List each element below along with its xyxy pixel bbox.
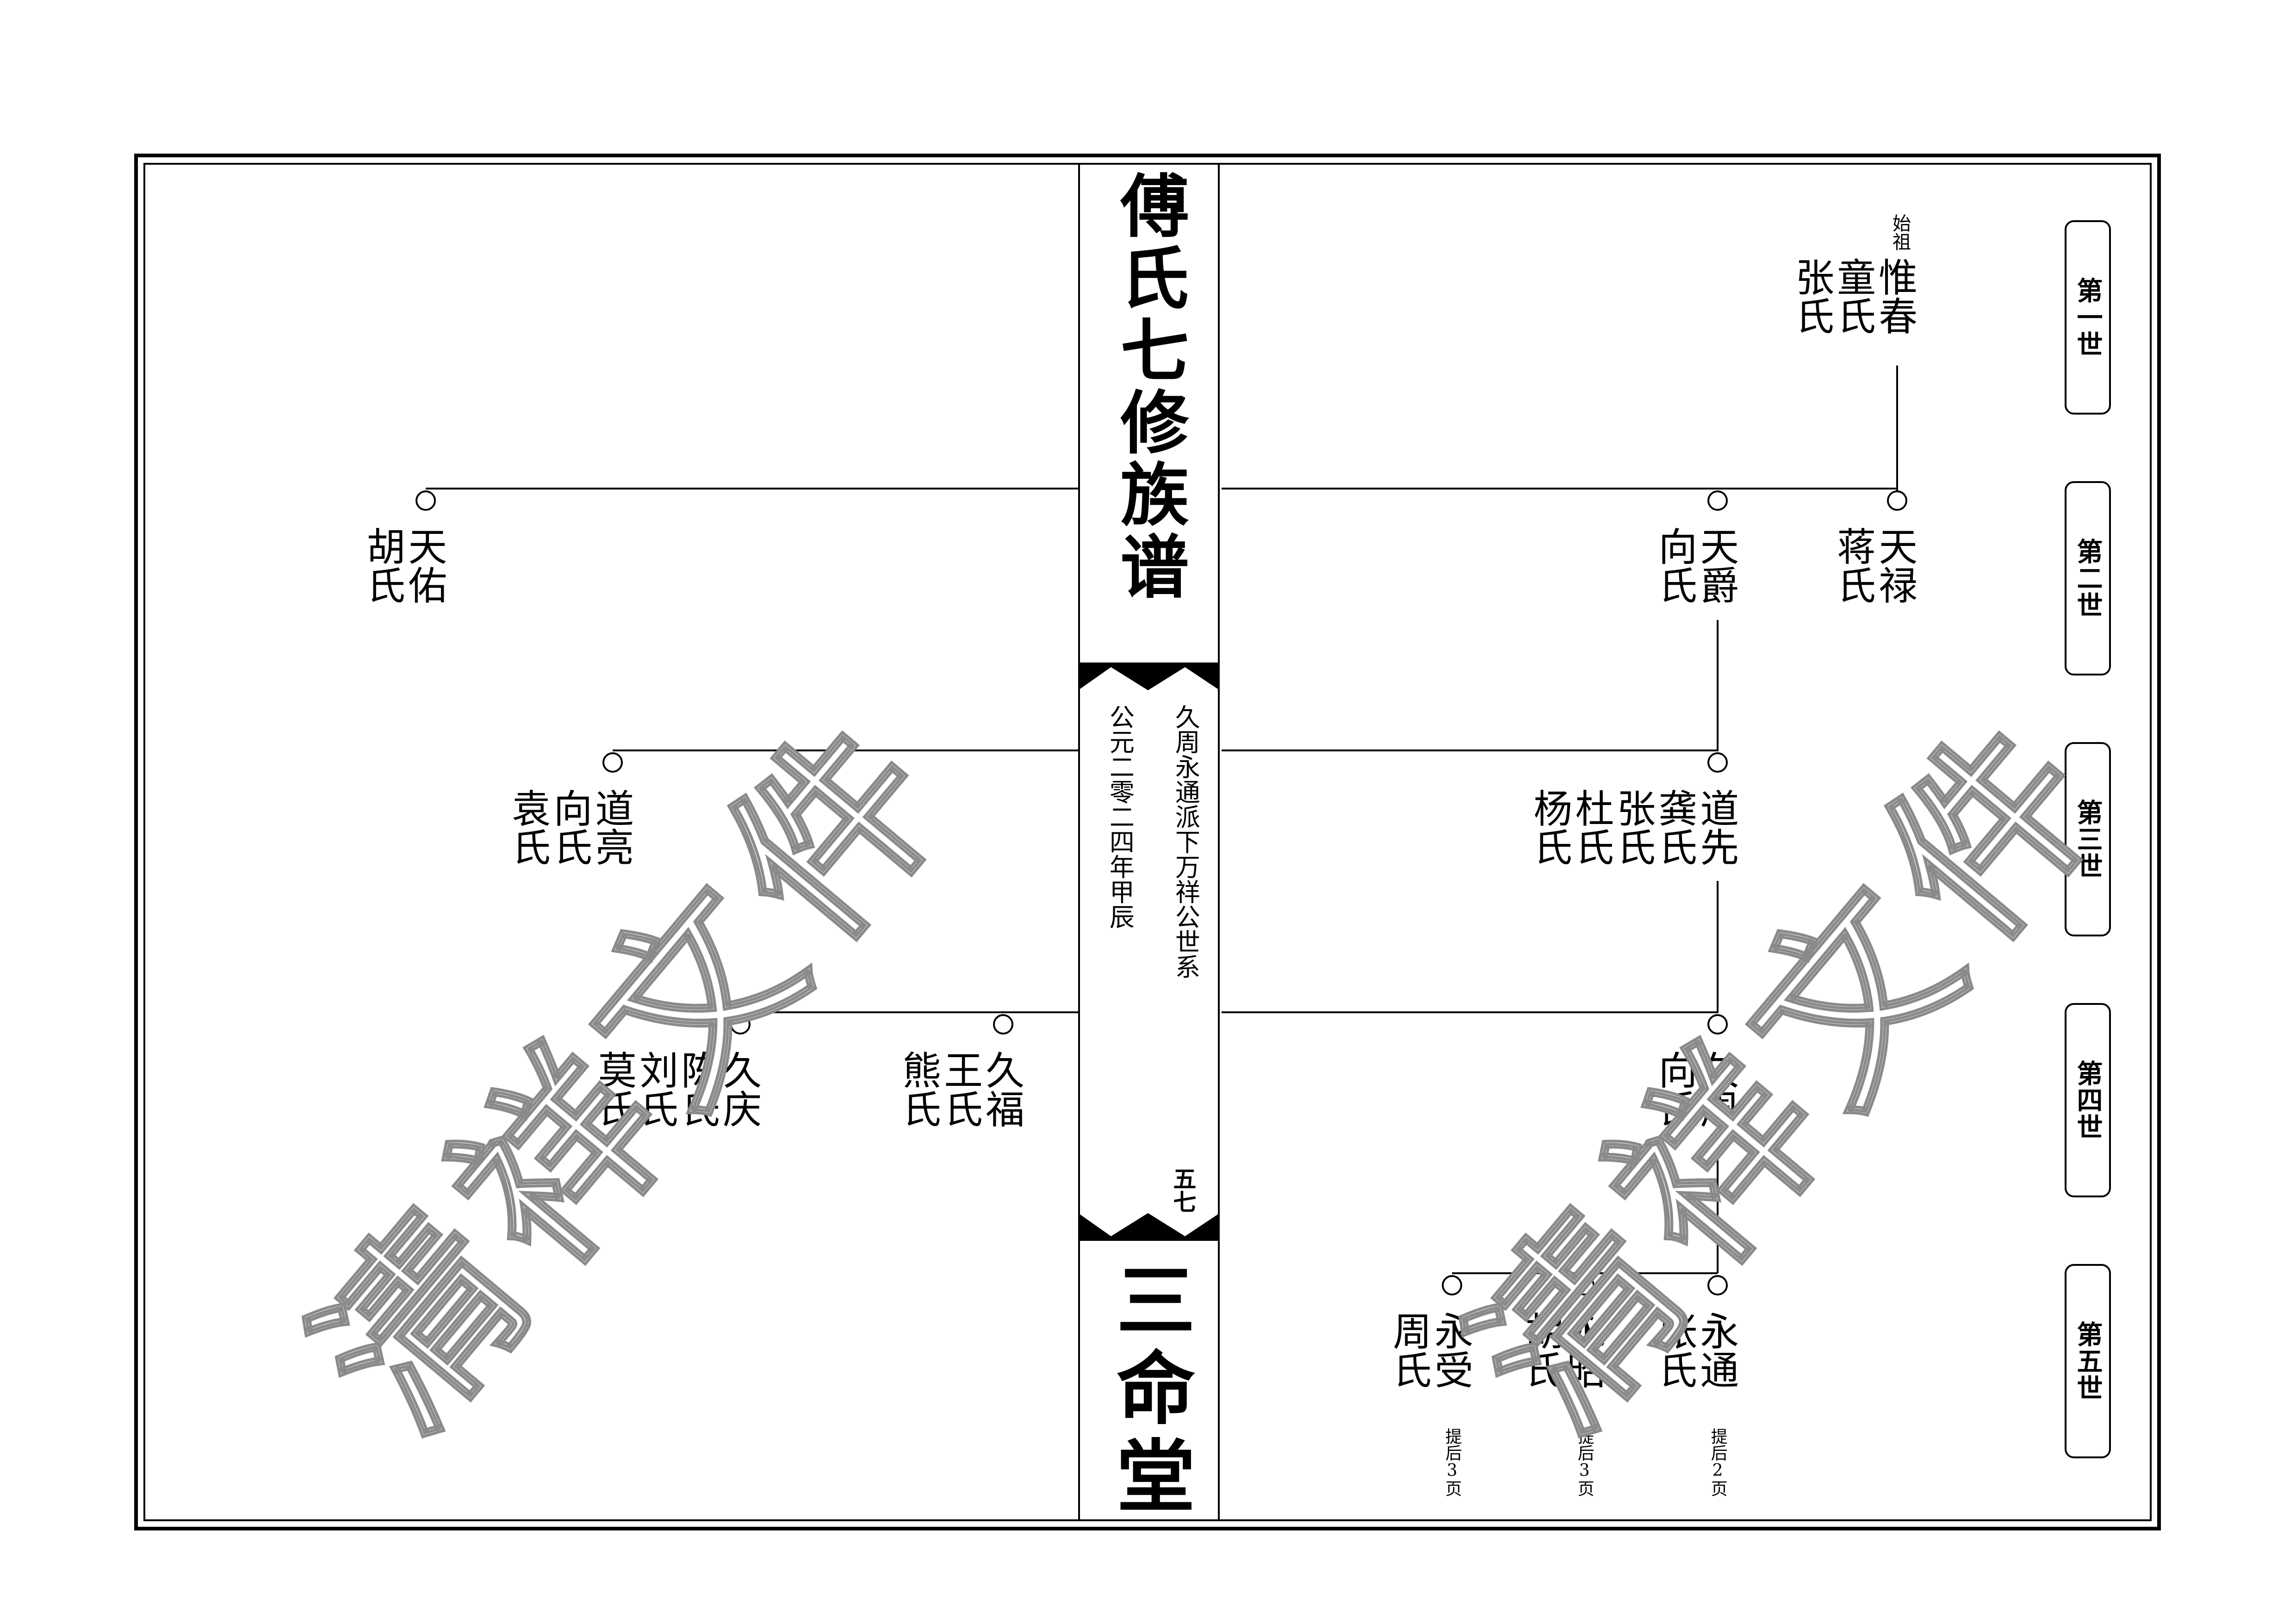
spouse-jiuqing-2: 刘氏 (633, 1050, 679, 1128)
spouse-weichun-1: 童氏 (1831, 257, 1876, 335)
person-jiufu: 久福 (979, 1050, 1025, 1128)
node-yongzhao (1574, 1275, 1595, 1295)
page-ref-yongshou: 提后3页 (1442, 1428, 1462, 1497)
person-yongzhao: 永昭 (1560, 1311, 1606, 1389)
spine-top-triangle-band (1078, 663, 1220, 690)
spouse-yongshou: 周氏 (1386, 1311, 1432, 1389)
generation-label-3: 第三世 (2065, 742, 2111, 936)
page-ref-yongtong: 提后2页 (1708, 1428, 1727, 1497)
spouse-jiufu-2: 熊氏 (896, 1050, 942, 1128)
spouse-jiuqing-1: 陈氏 (675, 1050, 720, 1128)
spouse-tianjue: 向氏 (1652, 527, 1698, 604)
spouse-daoxian-1: 龚氏 (1652, 788, 1698, 866)
person-weichun: 惟春 (1872, 257, 1918, 335)
spine-hall-name: 三命堂 (1103, 1259, 1195, 1523)
node-tianlu (1887, 490, 1907, 511)
founder-note: 始祖 (1889, 214, 1911, 251)
spouse-yongzhao: 胡氏 (1519, 1311, 1564, 1389)
node-tianjue (1707, 490, 1728, 511)
person-yongshou: 永受 (1428, 1311, 1474, 1389)
spouse-jiufu-1: 王氏 (937, 1050, 983, 1128)
spouse-jiuzhou: 向氏 (1652, 1050, 1698, 1128)
person-yongtong: 永通 (1694, 1311, 1739, 1389)
spine-bottom-triangle-band (1078, 1213, 1220, 1241)
inner-frame (143, 163, 2152, 1521)
spouse-tianlu: 蒋氏 (1831, 527, 1876, 604)
spine-date: 公元二零二四年甲辰 (1105, 704, 1135, 929)
book-spine: 傅氏七修族谱 久周永通派下万祥公世系 公元二零二四年甲辰 五七 三命堂 (1078, 163, 1220, 1523)
node-daoxian (1707, 752, 1728, 773)
person-tianjue: 天爵 (1694, 527, 1739, 604)
page-ref-yongzhao: 提后3页 (1575, 1428, 1594, 1497)
outer-frame (134, 154, 2161, 1530)
person-daoliang: 道亮 (589, 788, 634, 866)
spouse-daoxian-3: 杜氏 (1569, 788, 1614, 866)
generation-label-5: 第五世 (2065, 1264, 2111, 1458)
generation-label-2: 第二世 (2065, 481, 2111, 675)
person-daoxian: 道先 (1694, 788, 1739, 866)
person-tianlu: 天禄 (1872, 527, 1918, 604)
spouse-daoliang-1: 向氏 (547, 788, 593, 866)
spine-subtitle: 久周永通派下万祥公世系 (1171, 704, 1200, 979)
spouse-yongtong: 张氏 (1652, 1311, 1698, 1389)
spouse-daoxian-2: 张氏 (1610, 788, 1656, 866)
node-tianyou (416, 490, 436, 511)
generation-label-4: 第四世 (2065, 1003, 2111, 1197)
spine-page-number: 五七 (1169, 1167, 1197, 1213)
spouse-tianyou: 胡氏 (360, 527, 406, 604)
spouse-daoliang-2: 袁氏 (505, 788, 551, 866)
node-yongtong (1707, 1275, 1728, 1295)
node-daoliang (602, 752, 623, 773)
person-tianyou: 天佑 (402, 527, 447, 604)
node-jiufu (993, 1014, 1013, 1035)
node-yongshou (1442, 1275, 1462, 1295)
node-jiuzhou (1707, 1014, 1728, 1035)
spine-title: 傅氏七修族谱 (1109, 170, 1189, 603)
spouse-daoxian-4: 杨氏 (1527, 788, 1573, 866)
node-jiuqing (730, 1014, 751, 1035)
spouse-weichun-2: 张氏 (1789, 257, 1835, 335)
generation-label-1: 第一世 (2065, 220, 2111, 415)
person-jiuqing: 久庆 (716, 1050, 762, 1128)
person-jiuzhou: 久周 (1694, 1050, 1739, 1128)
spouse-jiuqing-3: 莫氏 (591, 1050, 637, 1128)
